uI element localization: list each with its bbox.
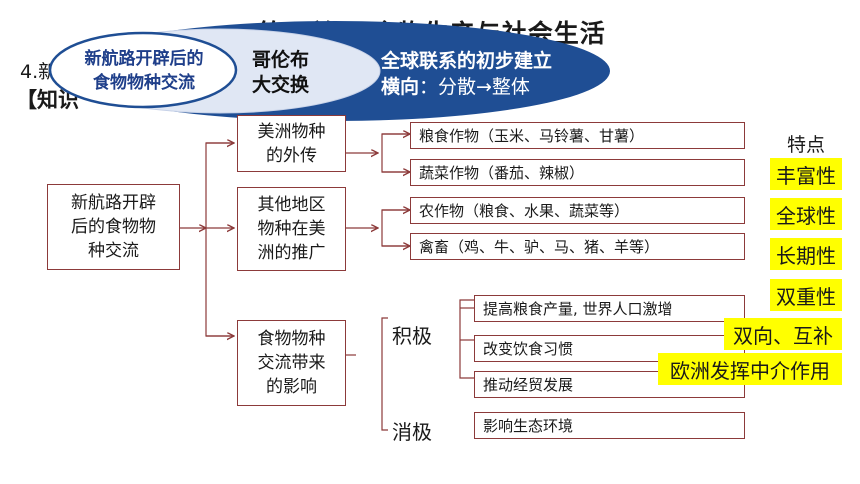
branch-node-3: 食物物种 交流带来 的影响 [237, 320, 346, 406]
branch-node-1: 美洲物种 的外传 [237, 115, 346, 172]
leaf-node-2: 蔬菜作物（番茄、辣椒） [410, 159, 745, 186]
impact-node-1: 提高粮食产量, 世界人口激增 [474, 295, 745, 322]
root-node: 新航路开辟 后的食物物 种交流 [47, 184, 180, 270]
leaf-node-4: 禽畜（鸡、牛、驴、马、猪、羊等） [410, 233, 745, 260]
features-title: 特点 [787, 134, 826, 156]
banner-ellipse-text: 新航路开辟后的 食物物种交流 [84, 49, 204, 93]
leaf-node-1: 粮食作物（玉米、马铃薯、甘薯） [410, 122, 745, 149]
branch-node-2: 其他地区 物种在美 洲的推广 [237, 187, 346, 271]
note-badge-2: 欧洲发挥中介作用 [658, 353, 842, 385]
negative-label: 消极 [392, 420, 432, 444]
note-badge-1: 双向、互补 [724, 318, 842, 350]
banner-right-text: 全球联系的初步建立 横向：分散→整体 [381, 50, 553, 98]
positive-label: 积极 [392, 324, 432, 348]
feature-badge-2: 全球性 [770, 198, 842, 230]
leaf-node-3: 农作物（粮食、水果、蔬菜等） [410, 197, 745, 224]
impact-node-4: 影响生态环境 [474, 412, 745, 439]
feature-badge-1: 丰富性 [770, 158, 842, 190]
section-number: 4.新 [20, 61, 58, 83]
feature-badge-4: 双重性 [770, 279, 842, 311]
feature-badge-3: 长期性 [770, 238, 842, 270]
banner-inner-ellipse [48, 31, 238, 109]
banner-middle-text: 哥伦布 大交换 [252, 49, 310, 96]
